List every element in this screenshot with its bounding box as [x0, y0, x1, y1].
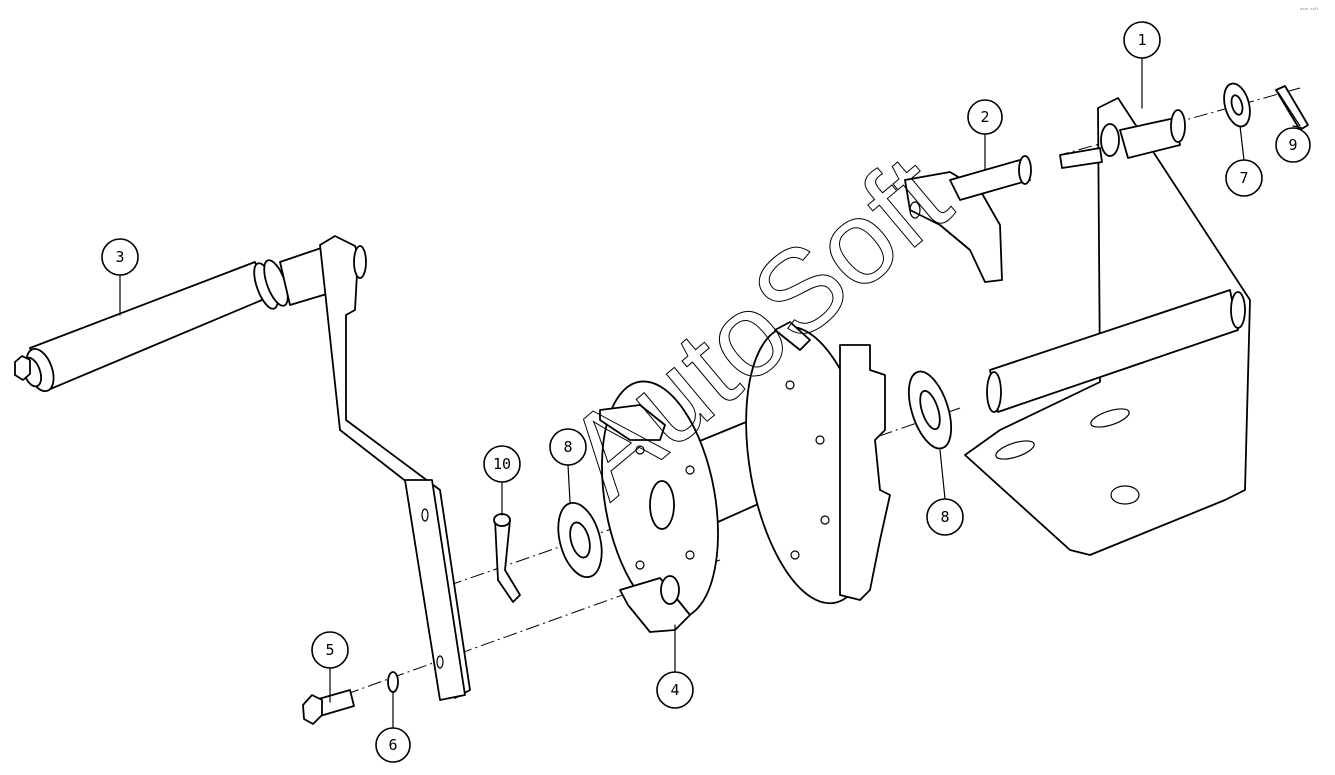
cotter-pin-part: [1275, 85, 1309, 131]
callout-8-right: 8: [926, 498, 964, 536]
washer-top-part: [1223, 82, 1251, 128]
callout-5-label: 5: [325, 641, 334, 659]
callout-3: 3: [101, 238, 139, 276]
handle-part: [14, 235, 471, 701]
callout-10: 10: [483, 445, 521, 483]
callout-7-label: 7: [1239, 169, 1248, 187]
callout-4-label: 4: [670, 681, 679, 699]
callout-2-label: 2: [980, 108, 989, 126]
callout-7: 7: [1225, 159, 1263, 197]
pawl-spring-part: [493, 513, 521, 603]
callout-3-label: 3: [115, 248, 124, 266]
callout-10-label: 10: [493, 455, 511, 473]
frame-bracket-part: [964, 97, 1251, 556]
callout-8-left: 8: [549, 428, 587, 466]
callout-1-label: 1: [1137, 31, 1146, 49]
callout-9: 9: [1275, 127, 1311, 163]
ratchet-pawl-part: [904, 155, 1032, 283]
callout-8-right-label: 8: [940, 508, 949, 526]
callout-6: 6: [375, 727, 411, 763]
drum-gear-part: [599, 321, 891, 633]
washer-left-part: [557, 502, 603, 578]
washer-right-part: [907, 370, 953, 450]
callout-1: 1: [1123, 21, 1161, 59]
callout-8-left-label: 8: [563, 438, 572, 456]
lock-washer-part: [387, 671, 399, 693]
callout-5: 5: [311, 631, 349, 669]
callout-leaders: [119, 57, 1303, 729]
corner-stamp: ᵃˢᵐ ˢᵒᶠᵗ: [1300, 7, 1319, 14]
callout-6-label: 6: [388, 736, 397, 754]
callout-2: 2: [967, 99, 1003, 135]
bolt-part: [302, 689, 355, 725]
callout-4: 4: [656, 671, 694, 709]
callout-9-label: 9: [1288, 136, 1297, 154]
